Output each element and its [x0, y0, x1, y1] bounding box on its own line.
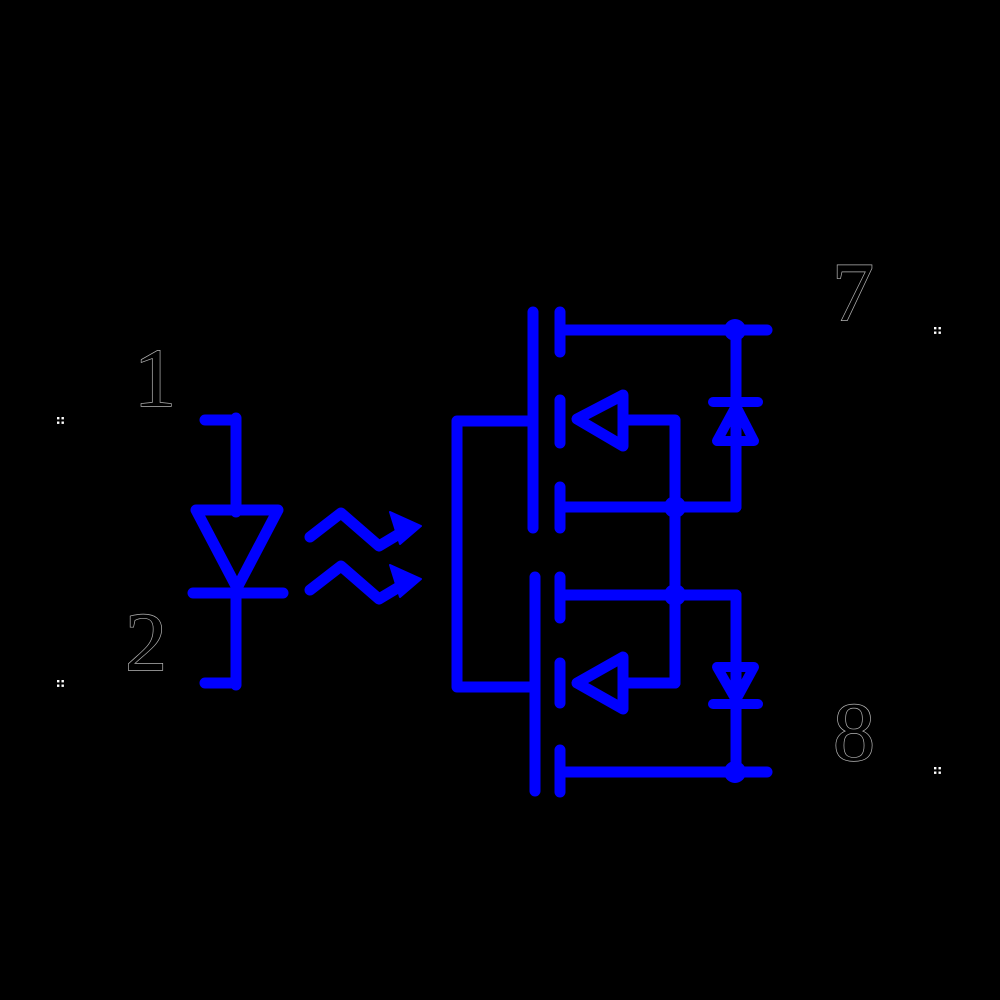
pin-label-2: 2: [125, 596, 167, 689]
led-triangle-icon: [190, 504, 284, 594]
light-arrow-bottom-shaft: [304, 560, 410, 605]
net-endpoint-mark-pin8: [934, 767, 941, 774]
pin-label-1: 1: [134, 332, 176, 425]
junction-dot-source-bottom: [664, 584, 686, 606]
pin-label-8: 8: [833, 686, 875, 779]
mosfet-bottom-body-arrow-icon: [571, 651, 629, 715]
light-arrow-top-shaft: [304, 507, 410, 552]
led-anode-wire: [199, 412, 242, 518]
led-symbol: [187, 412, 289, 691]
net-endpoint-mark-pin1: [57, 417, 64, 424]
junction-dot-pin8: [724, 761, 746, 783]
body-diode-top-triangle-icon: [712, 401, 759, 446]
pin-label-7: 7: [832, 246, 874, 339]
optical-coupling-arrows-icon: [304, 507, 422, 605]
body-diode-bottom-symbol: [708, 589, 763, 778]
mosfet-top-body-arrow-icon: [571, 389, 629, 452]
gate-drive-loop-wire: [451, 415, 541, 693]
net-endpoint-mark-pin7: [934, 327, 941, 334]
body-diode-bottom-triangle-icon: [712, 662, 759, 705]
led-cathode-wire: [199, 587, 242, 691]
junction-dots: [664, 319, 746, 783]
junction-dot-pin7: [724, 319, 746, 341]
junction-dot-source-top: [664, 496, 686, 518]
light-arrow-top-head: [389, 511, 422, 545]
mosfet-top-body-wire: [617, 414, 681, 689]
net-endpoint-mark-pin2: [57, 680, 64, 687]
light-arrow-bottom-head: [389, 564, 422, 598]
body-diode-top-symbol: [708, 324, 763, 513]
